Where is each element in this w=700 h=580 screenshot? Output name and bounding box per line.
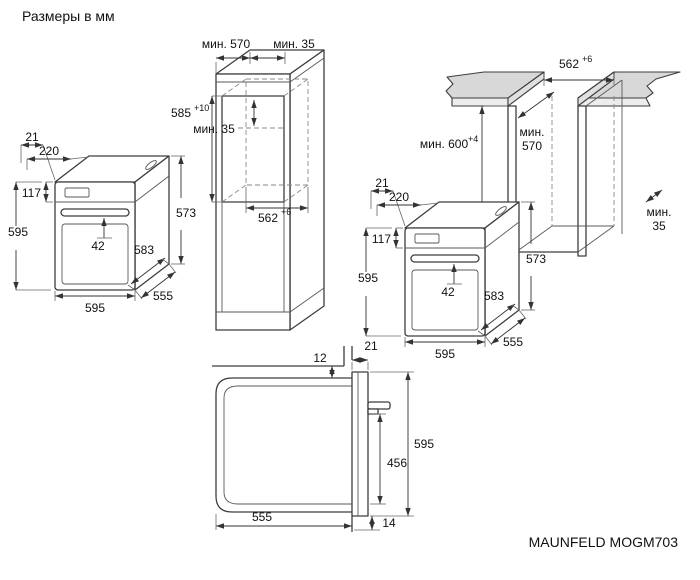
dim-cabinet-rear-gap: мин. 35 — [273, 37, 315, 51]
dim-right-oven-front-overhang: 21 — [375, 176, 389, 190]
dim-left-oven-depth-with-door: 583 — [134, 243, 154, 257]
dim-cabinet-top-depth: мин. 570 — [202, 37, 251, 51]
cabinet-side-face — [289, 49, 325, 331]
dim-right-oven-depth-with-door: 583 — [484, 289, 504, 303]
section-oven-door — [351, 371, 369, 517]
dim-left-oven-front-overhang: 21 — [25, 130, 39, 144]
cabinet-niche-opening — [221, 95, 285, 203]
tall-cabinet-drawing: мин. 570 мин. 35 585 +10 мин. 35 562 +6 — [171, 37, 325, 331]
dim-worktop-rear-gap: 35 — [652, 219, 666, 233]
dim-niche-width-tolerance: +6 — [281, 207, 291, 217]
model-name: MAUNFELD MOGM703 — [529, 534, 679, 550]
dim-niche-width: 562 — [258, 211, 278, 225]
worktop-left-slab — [445, 71, 545, 99]
dim-section-body-depth: 555 — [252, 510, 272, 524]
dim-left-oven-body-height: 573 — [176, 206, 196, 220]
dim-right-oven-front-width: 595 — [435, 347, 455, 361]
dim-niche-height-tolerance: +10 — [194, 103, 209, 113]
dim-left-oven-panel-depth: 220 — [39, 144, 59, 158]
dim-section-top-gap: 12 — [313, 351, 327, 365]
dim-underworktop-height-tolerance: +4 — [468, 134, 478, 144]
dim-section-bottom-gap: 14 — [382, 516, 396, 530]
right-oven-drawing: 21 220 117 595 42 583 595 555 573 — [358, 176, 546, 361]
dim-right-oven-body-height: 573 — [526, 252, 546, 266]
dim-left-oven-front-height: 595 — [8, 225, 28, 239]
dim-section-inner-height: 456 — [387, 456, 407, 470]
dim-left-oven-body-depth: 555 — [153, 289, 173, 303]
dim-right-oven-handle-offset: 42 — [441, 285, 455, 299]
dim-underworktop-height: мин. 600 — [420, 137, 469, 151]
dim-right-oven-panel-height: 117 — [372, 232, 391, 246]
dim-left-oven-handle-offset: 42 — [91, 239, 105, 253]
dim-section-door-thickness: 21 — [364, 339, 378, 353]
cabinet-niche-back-wall — [245, 78, 309, 186]
section-door-handle — [367, 401, 391, 410]
dim-niche-top-clearance: мин. 35 — [193, 122, 235, 136]
side-section-drawing: 21 12 595 456 555 14 — [212, 339, 434, 532]
dim-underworktop-depth: 570 — [522, 139, 542, 153]
niche-right-panel — [577, 105, 587, 257]
dim-underworktop-depth-word: мин. — [520, 125, 545, 139]
dim-worktop-rear-gap-word: мин. — [647, 205, 672, 219]
dim-left-oven-front-width: 595 — [85, 301, 105, 315]
dim-right-oven-panel-depth: 220 — [389, 190, 409, 204]
worktop-niche-drawing: 562 +6 мин. 600 +4 мин. 570 мин. 35 — [420, 54, 681, 257]
dim-niche-height: 585 — [171, 106, 191, 120]
dim-section-height: 595 — [414, 437, 434, 451]
dim-cutout-width-tolerance: +6 — [582, 54, 592, 64]
page-title: Размеры в мм — [22, 8, 115, 24]
worktop-right-slab — [577, 71, 681, 99]
dim-right-oven-front-height: 595 — [358, 271, 378, 285]
section-oven-body — [215, 377, 352, 513]
left-oven-drawing: 21 220 117 595 42 583 595 555 573 — [8, 130, 196, 315]
dim-right-oven-body-depth: 555 — [503, 335, 523, 349]
dim-cutout-width: 562 — [559, 57, 579, 71]
dim-left-oven-panel-height: 117 — [22, 186, 41, 200]
